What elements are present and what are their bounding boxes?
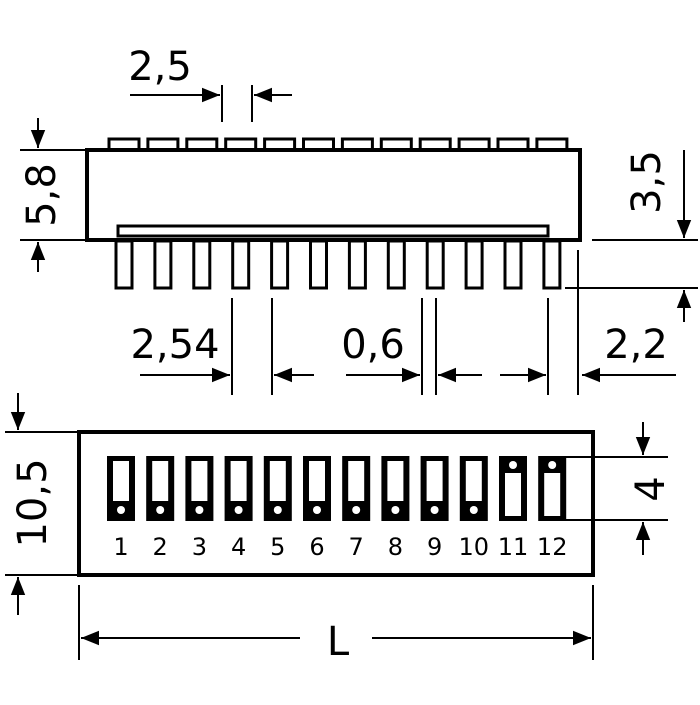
dim-standoff: 2,2 xyxy=(500,250,676,395)
switch-number: 8 xyxy=(388,533,403,561)
switch-slot xyxy=(348,461,365,501)
switch-actuator xyxy=(195,506,204,514)
switch-number: 10 xyxy=(459,533,490,561)
switch-slot xyxy=(230,461,247,501)
pin xyxy=(542,239,562,290)
switch-slot xyxy=(309,461,325,501)
switch-slot xyxy=(191,461,208,501)
switch-number: 7 xyxy=(349,533,364,561)
dim-height: 5,8 xyxy=(19,118,87,272)
dim-switch-height-label: 4 xyxy=(628,476,674,501)
dim-height-label: 5,8 xyxy=(19,163,65,227)
switch-slot xyxy=(544,473,561,516)
switch-7: 7 xyxy=(342,456,371,561)
switch-slot xyxy=(387,461,404,501)
pin xyxy=(503,239,523,290)
pin xyxy=(270,239,290,290)
switch-actuator xyxy=(234,506,243,514)
switch-6: 6 xyxy=(303,456,331,561)
pin xyxy=(464,239,484,290)
pin xyxy=(114,239,134,290)
switch-number: 2 xyxy=(153,533,168,561)
switch-actuator xyxy=(469,506,478,514)
switch-slot xyxy=(465,461,482,501)
switch-actuator xyxy=(509,461,517,469)
dim-lead-width: 0,6 xyxy=(341,298,482,395)
switch-number: 1 xyxy=(113,533,128,561)
switch-8: 8 xyxy=(381,456,410,561)
switch-actuator xyxy=(117,506,125,514)
pin xyxy=(425,239,445,290)
switch-housing xyxy=(381,456,410,521)
dim-pin-width: 2,5 xyxy=(128,44,292,122)
switch-12: 12 xyxy=(537,456,568,561)
dim-standoff-label: 2,2 xyxy=(604,322,668,368)
dim-lead-width-label: 0,6 xyxy=(341,322,405,368)
dim-pin-length-label: 3,5 xyxy=(624,150,670,214)
switch-number: 11 xyxy=(498,533,529,561)
switch-1: 1 xyxy=(107,456,135,561)
side-inner-rail xyxy=(116,224,550,238)
switch-actuator xyxy=(391,506,400,514)
switch-actuator xyxy=(313,506,321,514)
switch-11: 11 xyxy=(498,456,529,561)
switch-number: 4 xyxy=(231,533,246,561)
switch-actuator xyxy=(156,506,165,514)
pin xyxy=(153,239,173,290)
switch-slot xyxy=(505,473,521,516)
dim-pin-length: 3,5 xyxy=(565,150,698,322)
switch-number: 3 xyxy=(192,533,207,561)
switch-slot xyxy=(269,461,286,501)
switch-slot xyxy=(152,461,169,501)
dim-width-label: 10,5 xyxy=(10,458,56,547)
switch-actuator xyxy=(430,506,439,514)
side-view: 2,5 5,8 3,5 2,54 xyxy=(19,44,698,395)
switch-4: 4 xyxy=(224,456,253,561)
dim-pitch-label: 2,54 xyxy=(130,322,219,368)
switch-number: 12 xyxy=(537,533,568,561)
switch-actuator xyxy=(548,461,557,469)
switch-number: 5 xyxy=(270,533,285,561)
dim-switch-height: 4 xyxy=(565,422,674,555)
pin xyxy=(347,239,367,290)
switch-5: 5 xyxy=(263,456,292,561)
switch-actuator xyxy=(273,506,282,514)
side-pins xyxy=(114,239,562,290)
dim-length-label: L xyxy=(327,619,350,665)
switch-9: 9 xyxy=(420,456,449,561)
switch-number: 6 xyxy=(309,533,324,561)
switch-3: 3 xyxy=(185,456,214,561)
switch-slot xyxy=(426,461,443,501)
switch-number: 9 xyxy=(427,533,442,561)
switch-actuator xyxy=(352,506,361,514)
switch-2: 2 xyxy=(146,456,175,561)
pin xyxy=(309,239,328,290)
pin xyxy=(192,239,212,290)
dim-width: 10,5 xyxy=(5,393,79,615)
dim-length: L xyxy=(78,585,594,665)
switch-10: 10 xyxy=(459,456,490,561)
pin xyxy=(386,239,406,290)
pin xyxy=(231,239,251,290)
dim-pitch: 2,54 xyxy=(130,298,314,395)
dim-pin-width-label: 2,5 xyxy=(128,44,192,90)
switch-slot xyxy=(113,461,129,501)
